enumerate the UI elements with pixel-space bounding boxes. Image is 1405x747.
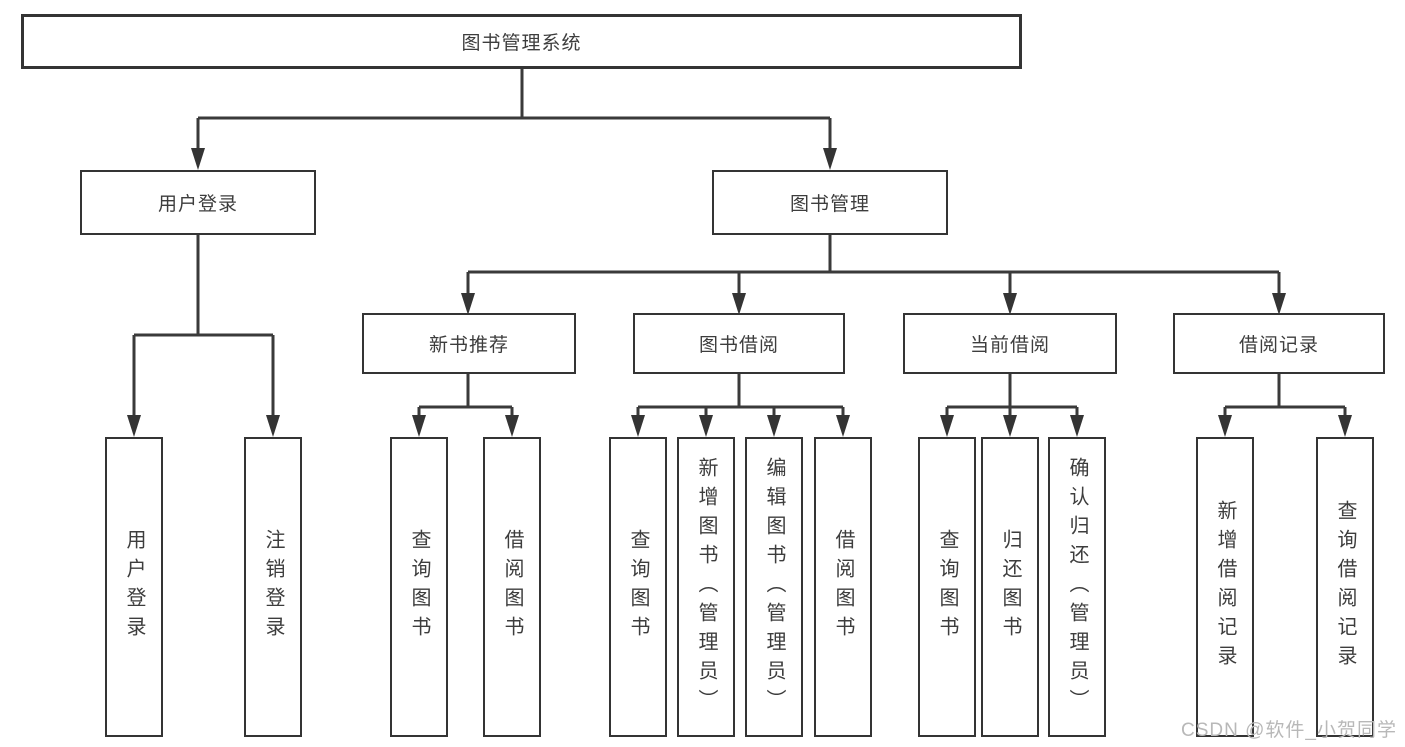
node-leaf-borrow-books: 借阅图书 (483, 437, 541, 737)
arrow-down-icon (461, 293, 475, 315)
arrow-down-icon (940, 415, 954, 437)
node-label: 新增借阅记录 (1214, 500, 1236, 674)
node-leaf-logout: 注销登录 (244, 437, 302, 737)
arrow-down-icon (1218, 415, 1232, 437)
node-label: 借阅图书 (501, 529, 523, 645)
node-label: 图书管理系统 (461, 33, 582, 54)
arrow-down-icon (767, 415, 781, 437)
node-new-book-recommend: 新书推荐 (362, 313, 576, 374)
arrow-down-icon (505, 415, 519, 437)
node-leaf-user-login: 用户登录 (105, 437, 163, 737)
node-current-borrow: 当前借阅 (903, 313, 1117, 374)
node-label: 查询图书 (936, 529, 958, 645)
node-label: 用户登录 (123, 529, 145, 645)
node-book-borrow: 图书借阅 (633, 313, 845, 374)
node-label: 查询借阅记录 (1334, 500, 1356, 674)
node-label: 用户登录 (157, 194, 238, 215)
node-user-login: 用户登录 (80, 170, 316, 235)
arrow-down-icon (699, 415, 713, 437)
arrow-down-icon (191, 148, 205, 170)
node-label: 查询图书 (408, 529, 430, 645)
node-label: 新书推荐 (428, 335, 509, 356)
node-leaf-add-books-admin: 新增图书（管理员） (677, 437, 735, 737)
node-label: 图书管理 (789, 194, 870, 215)
arrow-down-icon (732, 293, 746, 315)
arrowheads (127, 148, 1352, 437)
node-leaf-query-books: 查询图书 (609, 437, 667, 737)
arrow-down-icon (1338, 415, 1352, 437)
arrow-down-icon (266, 415, 280, 437)
node-label: 新增图书（管理员） (695, 456, 717, 718)
node-label: 查询图书 (627, 529, 649, 645)
node-leaf-add-borrow-record: 新增借阅记录 (1196, 437, 1254, 737)
node-leaf-query-borrow-record: 查询借阅记录 (1316, 437, 1374, 737)
node-leaf-borrow-books: 借阅图书 (814, 437, 872, 737)
arrow-down-icon (1003, 415, 1017, 437)
node-label: 借阅记录 (1238, 335, 1319, 356)
connector-strokes (132, 69, 1347, 419)
node-label: 确认归还（管理员） (1066, 456, 1088, 718)
arrow-down-icon (1272, 293, 1286, 315)
node-root-library-system: 图书管理系统 (21, 14, 1022, 69)
node-label: 图书借阅 (698, 335, 779, 356)
node-leaf-confirm-return-admin: 确认归还（管理员） (1048, 437, 1106, 737)
node-leaf-query-books: 查询图书 (390, 437, 448, 737)
csdn-watermark: CSDN @软件_小贺同学 (1181, 720, 1397, 741)
node-label: 编辑图书（管理员） (763, 456, 785, 718)
node-book-management: 图书管理 (712, 170, 948, 235)
node-label: 注销登录 (262, 529, 284, 645)
node-label: 归还图书 (999, 529, 1021, 645)
arrow-down-icon (836, 415, 850, 437)
arrow-down-icon (1070, 415, 1084, 437)
node-leaf-query-books: 查询图书 (918, 437, 976, 737)
arrow-down-icon (1003, 293, 1017, 315)
node-leaf-return-books: 归还图书 (981, 437, 1039, 737)
node-leaf-edit-books-admin: 编辑图书（管理员） (745, 437, 803, 737)
arrow-down-icon (127, 415, 141, 437)
node-borrow-records: 借阅记录 (1173, 313, 1385, 374)
arrow-down-icon (412, 415, 426, 437)
node-label: 借阅图书 (832, 529, 854, 645)
node-label: 当前借阅 (969, 335, 1050, 356)
arrow-down-icon (631, 415, 645, 437)
arrow-down-icon (823, 148, 837, 170)
